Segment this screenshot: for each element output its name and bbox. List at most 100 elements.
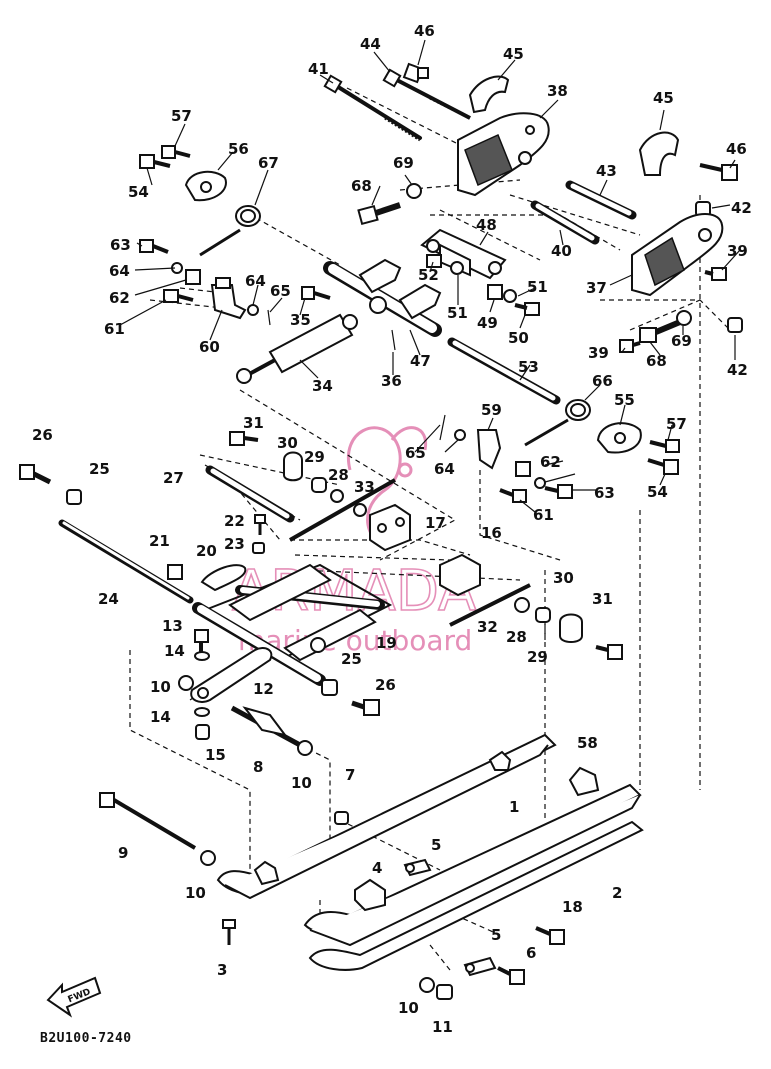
bush-30-right xyxy=(559,613,583,643)
slide-rail-1 xyxy=(303,783,642,947)
nut-46-top xyxy=(402,62,429,84)
callout-30-b: 30 xyxy=(553,569,574,587)
callout-56: 56 xyxy=(228,140,249,158)
callout-19: 19 xyxy=(376,634,397,652)
callout-38: 38 xyxy=(547,82,568,100)
bolt-57-right xyxy=(649,439,680,453)
fwd-arrow-icon: FWD xyxy=(46,976,102,1018)
callout-2: 2 xyxy=(612,884,622,902)
pin-36 xyxy=(391,329,396,351)
callout-32: 32 xyxy=(477,618,498,636)
callout-18: 18 xyxy=(562,898,583,916)
bracket-59 xyxy=(476,429,502,470)
bracket-37 xyxy=(631,213,724,297)
callout-27: 27 xyxy=(163,469,184,487)
bolt-39-lower xyxy=(619,339,641,353)
bush-29-right xyxy=(535,607,551,623)
callout-54-a: 54 xyxy=(128,183,149,201)
pin-65-right xyxy=(439,414,446,441)
bolt-35 xyxy=(301,286,331,300)
callout-31-b: 31 xyxy=(592,590,613,608)
washer-10-lower-left xyxy=(200,850,216,866)
bolt-39-right xyxy=(704,267,727,281)
callout-22: 22 xyxy=(224,512,245,530)
callout-13: 13 xyxy=(162,617,183,635)
callout-61-a: 61 xyxy=(104,320,125,338)
callout-21: 21 xyxy=(149,532,170,550)
callout-31-a: 31 xyxy=(243,414,264,432)
lower-suspension-parts: FWD xyxy=(19,431,644,1018)
callout-39-a: 39 xyxy=(727,242,748,260)
callout-29-a: 29 xyxy=(304,448,325,466)
wear-strip-2 xyxy=(308,820,644,971)
callout-41: 41 xyxy=(308,60,329,78)
bolt-54-left xyxy=(139,154,171,169)
bracket-60 xyxy=(210,277,247,320)
collar-49 xyxy=(487,284,503,300)
callout-40: 40 xyxy=(551,242,572,260)
bolt-44 xyxy=(382,68,471,120)
callout-33: 33 xyxy=(354,478,375,496)
callout-5-lower: 5 xyxy=(491,926,501,944)
link-5-lower xyxy=(463,956,497,977)
callout-23: 23 xyxy=(224,535,245,553)
bolt-61-left xyxy=(163,289,194,303)
washer-28-right xyxy=(514,597,530,613)
washer-14-top xyxy=(194,651,210,661)
bolt-63-left xyxy=(139,239,169,254)
callout-42-a: 42 xyxy=(731,199,752,217)
bolt-57-left xyxy=(161,145,191,159)
rod-32 xyxy=(449,583,531,627)
callout-29-b: 29 xyxy=(527,648,548,666)
bolt-18 xyxy=(535,926,565,945)
rod-53 xyxy=(447,337,561,405)
callout-55: 55 xyxy=(614,391,635,409)
nut-23 xyxy=(252,542,265,554)
bush-21 xyxy=(167,564,183,580)
callout-63-b: 63 xyxy=(594,484,615,502)
washer-33 xyxy=(353,503,367,517)
bush-29-top xyxy=(311,477,327,493)
callout-51-a: 51 xyxy=(447,304,468,322)
shaft-8 xyxy=(230,705,302,748)
callout-62-a: 62 xyxy=(109,289,130,307)
callout-42-b: 42 xyxy=(727,361,748,379)
callout-7: 7 xyxy=(345,766,355,784)
callout-12: 12 xyxy=(253,680,274,698)
callout-53: 53 xyxy=(518,358,539,376)
bush-25-left xyxy=(66,489,82,505)
callout-62-b: 62 xyxy=(540,453,561,471)
bolt-6 xyxy=(497,966,525,985)
bolt-22 xyxy=(254,514,266,535)
callout-leaders xyxy=(119,39,741,513)
arm-12-hole xyxy=(197,687,209,699)
shaft-24 xyxy=(58,519,194,604)
callout-64-b: 64 xyxy=(245,272,266,290)
block-16 xyxy=(439,553,481,597)
upper-suspension-parts xyxy=(139,62,743,503)
washer-10-left xyxy=(178,675,194,691)
bolt-68-right xyxy=(639,319,682,343)
bracket-45-top xyxy=(468,75,510,114)
callout-68-a: 68 xyxy=(351,177,372,195)
callout-25-b: 25 xyxy=(341,650,362,668)
callout-37: 37 xyxy=(586,279,607,297)
bolt-31-top xyxy=(229,431,259,446)
callout-47: 47 xyxy=(410,352,431,370)
callout-6: 6 xyxy=(526,944,536,962)
shaft-43 xyxy=(565,180,637,220)
callout-34: 34 xyxy=(312,377,333,395)
callout-57-b: 57 xyxy=(666,415,687,433)
callout-24: 24 xyxy=(98,590,119,608)
callout-1: 1 xyxy=(509,798,519,816)
callout-65-b: 65 xyxy=(405,444,426,462)
block-58 xyxy=(568,766,600,797)
collar-15 xyxy=(195,724,210,740)
callout-64-c: 64 xyxy=(434,460,455,478)
callout-49: 49 xyxy=(477,314,498,332)
bolt-54-right xyxy=(647,458,679,475)
washer-28-top xyxy=(330,489,344,503)
bush-30-top xyxy=(283,451,303,482)
callout-10-c: 10 xyxy=(185,884,206,902)
